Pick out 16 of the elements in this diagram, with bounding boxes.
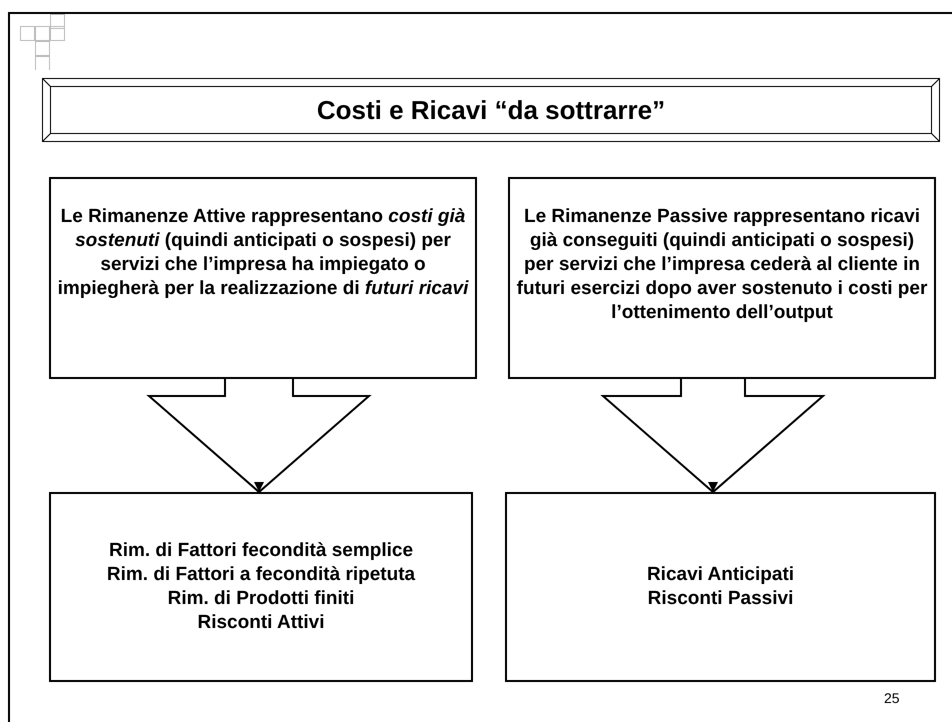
box-text: Le Rimanenze Passive rappresentano ricavi già conseguiti (quindi anticipati o sospesi) per servizi che l’impresa cederà al cliente in futuri esercizi dopo aver sostenuto i costi per l’ottenimento dell’output bbox=[516, 205, 928, 325]
box-text: Rim. di Prodotti finiti bbox=[168, 587, 354, 611]
box-text: Risconti Passivi bbox=[648, 587, 794, 611]
page-number: 25 bbox=[884, 690, 900, 706]
title: Costi e Ricavi “da sottrarre” bbox=[316, 94, 666, 126]
block-arrow bbox=[600, 377, 826, 494]
block-arrow bbox=[146, 377, 372, 494]
text-box bbox=[49, 177, 477, 379]
text-box bbox=[49, 492, 473, 682]
text-box bbox=[508, 177, 936, 379]
box-text: Risconti Attivi bbox=[197, 611, 325, 635]
text-box bbox=[505, 492, 936, 682]
box-text: Ricavi Anticipati bbox=[646, 563, 794, 587]
box-text: Rim. di Fattori fecondità semplice bbox=[108, 539, 414, 563]
box-text: Rim. di Fattori a fecondità ripetuta bbox=[106, 563, 416, 587]
box-text: Le Rimanenze Attive rappresentano costi già sostenuti (quindi anticipati o sospesi) per servizi che l’impresa ha impiegato o impiegherà per la realizzazione di futuri ricavi bbox=[57, 205, 469, 301]
